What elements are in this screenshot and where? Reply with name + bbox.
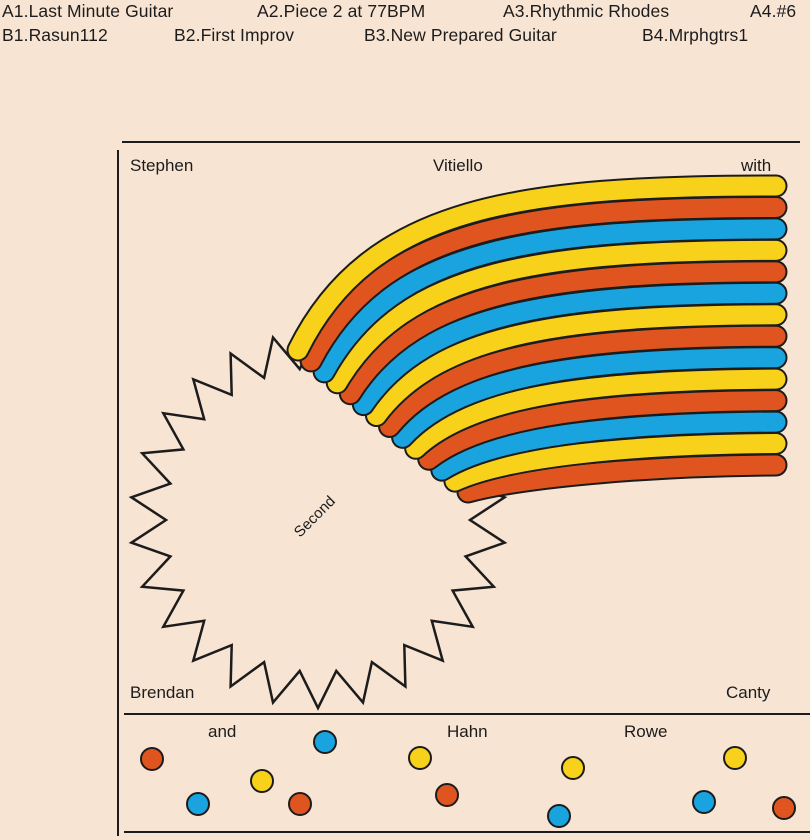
confetti-dot [547,804,571,828]
footer-hahn: Hahn [447,722,488,741]
confetti-dot [250,769,274,793]
stripe-band [419,391,786,469]
confetti-dot [692,790,716,814]
confetti-dot [313,730,337,754]
stripe-band [314,219,786,382]
confetti-dot [561,756,585,780]
tracklist-side-a: A1.Last Minute Guitar A2.Piece 2 at 77BP… [0,0,810,24]
stripe-band [432,412,786,480]
tracklist-side-b: B1.Rasun112 B2.First Improv B3.New Prepa… [0,24,810,48]
stripe-band [327,240,786,393]
collaborator-last-name: Canty [726,683,771,702]
track-b2: B2.First Improv [174,25,295,45]
confetti-dots [140,730,796,828]
artist-first-name: Stephen [130,156,194,175]
artist-last-name: Vitiello [433,156,483,175]
confetti-dot [723,746,747,770]
tracklist: A1.Last Minute Guitar A2.Piece 2 at 77BP… [0,0,810,48]
footer-rowe: Rowe [624,722,668,741]
stripe-band [366,305,786,426]
rainbow-stripes [286,174,788,504]
collaborator-first-name: Brendan [130,683,195,702]
confetti-dot [772,796,796,820]
with-label: with [741,156,772,175]
stripe-band [288,176,786,360]
footer-and: and [208,722,237,741]
stripe-band [445,434,786,491]
stripe-band [458,455,786,502]
stripe-band [393,348,786,447]
track-b4: B4.Mrphgtrs1 [642,25,749,45]
confetti-dot [435,783,459,807]
confetti-dot [408,746,432,770]
confetti-dot [140,747,164,771]
confetti-dot [288,792,312,816]
track-a4: A4.#6 [750,1,797,21]
track-b1: B1.Rasun112 [2,25,108,45]
track-a1: A1.Last Minute Guitar [2,1,174,21]
track-a3: A3.Rhythmic Rhodes [503,1,670,21]
stripe-band [301,197,786,371]
track-b3: B3.New Prepared Guitar [364,25,557,45]
stripe-band [380,326,786,436]
stripe-band [353,283,786,415]
confetti-dot [186,792,210,816]
track-a2: A2.Piece 2 at 77BPM [257,1,426,21]
stripe-band [406,369,786,458]
stripe-band [340,262,786,404]
